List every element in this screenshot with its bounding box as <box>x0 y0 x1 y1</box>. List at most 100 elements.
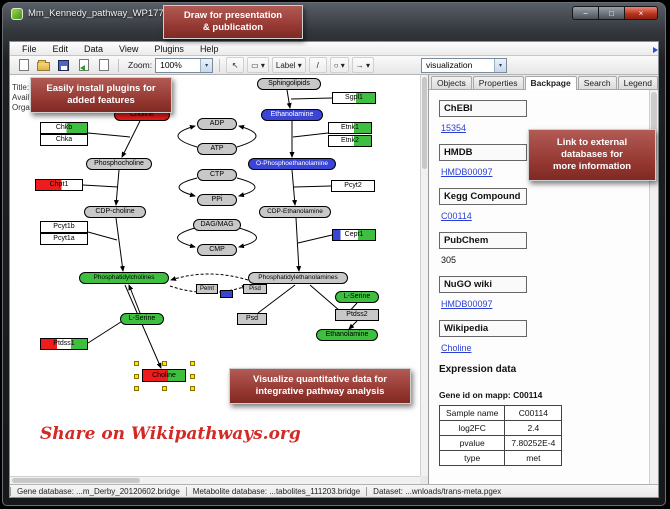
chevron-down-icon[interactable]: ▾ <box>200 58 213 72</box>
pathway-node-etnk2[interactable]: Etnk2 <box>328 135 372 147</box>
new-file-icon <box>18 59 29 71</box>
scrollbar-thumb[interactable] <box>651 92 657 162</box>
pathway-node-psd[interactable]: Psd <box>237 313 267 325</box>
close-button[interactable]: × <box>624 6 658 20</box>
pathway-node-l-serine-left[interactable]: L-Serine <box>120 313 164 325</box>
chevron-down-icon[interactable]: ▾ <box>494 58 506 72</box>
status-gene-database: Gene database: ...m_Derby_20120602.bridg… <box>10 486 186 496</box>
canvas-vertical-scrollbar[interactable] <box>419 75 428 476</box>
titlebar[interactable]: Mm_Kennedy_pathway_WP1771_45176.gpml − □… <box>2 2 666 41</box>
pathway-node-sphingolipids[interactable]: Sphingolipids <box>257 78 321 90</box>
hmdb-link[interactable]: HMDB00097 <box>440 167 493 177</box>
pathway-node-pcyt1a[interactable]: Pcyt1a <box>40 233 88 245</box>
pathway-edge <box>236 177 256 198</box>
table-row: log2FC 2.4 <box>438 420 563 436</box>
visualization-combobox[interactable]: visualization ▾ <box>421 57 507 73</box>
maximize-button[interactable]: □ <box>598 6 624 20</box>
pathway-node-adp[interactable]: ADP <box>197 118 237 130</box>
new-file-button[interactable] <box>15 57 32 73</box>
selection-handle[interactable] <box>190 373 195 379</box>
pathway-node-ptdss2[interactable]: Ptdss2 <box>335 309 379 321</box>
pathway-node-pcyt2[interactable]: Pcyt2 <box>331 180 375 192</box>
pathway-node-ppi[interactable]: PPi <box>197 194 237 206</box>
line-tool-button[interactable]: / <box>308 57 327 73</box>
scrollbar-thumb[interactable] <box>421 77 427 169</box>
toolbar-separator <box>118 58 119 72</box>
save-button[interactable] <box>55 57 72 73</box>
pathway-node-sgpl1[interactable]: Sgpl1 <box>332 92 376 104</box>
connector-tool-button[interactable]: → ▾ <box>351 57 375 73</box>
kegg-link[interactable]: C00114 <box>440 211 472 221</box>
tab-objects[interactable]: Objects <box>430 76 472 89</box>
tab-search[interactable]: Search <box>577 76 617 89</box>
pathway-node-pisd[interactable]: Pisd <box>243 284 267 294</box>
menu-help[interactable]: Help <box>199 43 219 54</box>
tab-properties[interactable]: Properties <box>472 76 524 89</box>
pathway-node-atp[interactable]: ATP <box>197 143 237 155</box>
select-tool-button[interactable]: ↖ <box>226 57 245 73</box>
pathway-node-phosphatidylcholines[interactable]: Phosphatidylcholines <box>79 272 169 284</box>
gene-id-line: Gene id on mapp: C00114 <box>438 390 543 400</box>
nugo-link[interactable]: HMDB00097 <box>440 299 493 309</box>
tab-legend[interactable]: Legend <box>617 76 658 89</box>
pathway-node-o-phosphoethanolamine[interactable]: O-Phosphoethanolamine <box>248 158 336 170</box>
pathway-node-cdp-ethanolamine[interactable]: CDP-Ethanolamine <box>259 206 331 218</box>
canvas-horizontal-scrollbar[interactable] <box>10 476 420 484</box>
menu-edit[interactable]: Edit <box>52 43 69 54</box>
pathway-node-choline-selected[interactable]: Choline <box>142 369 186 382</box>
selection-handle[interactable] <box>190 361 195 366</box>
pathway-node-phosphocholine[interactable]: Phosphocholine <box>86 158 152 170</box>
menu-data[interactable]: Data <box>84 43 104 54</box>
pathway-node-ctp[interactable]: CTP <box>197 169 237 181</box>
pathway-node-l-serine-right[interactable]: L-Serine <box>335 291 379 303</box>
selection-handle[interactable] <box>134 361 139 366</box>
pathway-node-etnk1[interactable]: Etnk1 <box>328 122 372 134</box>
export-button[interactable] <box>95 57 112 73</box>
pathway-node-pemt[interactable]: Pemt <box>196 284 218 294</box>
pathway-node-ethanolamine-bottom[interactable]: Ethanolamine <box>316 329 378 341</box>
pathway-node-ptdss1[interactable]: Ptdss1 <box>40 338 88 350</box>
selection-handle[interactable] <box>162 386 167 391</box>
datanode-tool-button[interactable]: ▭ ▾ <box>247 57 269 73</box>
callout-draw-presentation: Draw for presentation & publication <box>163 5 303 39</box>
selection-handle[interactable] <box>162 361 167 366</box>
shape-tool-button[interactable]: ○ ▾ <box>329 57 349 73</box>
pathway-node-chpt1[interactable]: Chpt1 <box>35 179 83 191</box>
tab-backpage[interactable]: Backpage <box>524 76 577 90</box>
pathway-node-phosphatidylethanolamines[interactable]: Phosphatidylethanolamines <box>248 272 348 284</box>
pathway-node-cdp-choline[interactable]: CDP-choline <box>84 206 146 218</box>
menu-view[interactable]: View <box>119 43 139 54</box>
menu-file[interactable]: File <box>22 43 37 54</box>
meta-availability-line: Avail <box>12 93 30 102</box>
minimize-button[interactable]: − <box>572 6 598 20</box>
pathway-node-chkb[interactable]: Chkb <box>40 122 88 134</box>
open-button[interactable] <box>35 57 52 73</box>
pathway-node-dag-mag[interactable]: DAG/MAG <box>193 219 241 231</box>
wikipedia-link[interactable]: Choline <box>440 343 472 353</box>
selection-handle[interactable] <box>190 386 195 391</box>
label-tool-button[interactable]: Label ▾ <box>271 57 306 73</box>
pathway-node-pcyt1b[interactable]: Pcyt1b <box>40 221 88 233</box>
panel-scrollbar[interactable] <box>649 90 658 484</box>
selection-handle[interactable] <box>134 373 139 379</box>
zoom-combobox[interactable]: 100% ▾ <box>155 57 214 73</box>
export-icon <box>98 59 109 71</box>
callout-install-plugins: Easily install plugins for added feature… <box>30 77 172 113</box>
pathway-node-cept1[interactable]: Cept1 <box>332 229 376 241</box>
table-cell: 2.4 <box>504 420 563 436</box>
import-button[interactable] <box>75 57 92 73</box>
status-dataset: Dataset: ...wnloads/trans-meta.pgex <box>366 486 507 496</box>
menu-plugins[interactable]: Plugins <box>154 43 184 54</box>
pathway-node-chka[interactable]: Chka <box>40 134 88 146</box>
pathway-edge <box>113 169 120 206</box>
scrollbar-thumb[interactable] <box>12 478 140 483</box>
pathway-node-blue-box[interactable] <box>220 290 233 298</box>
selection-handle[interactable] <box>134 386 139 391</box>
chebi-link[interactable]: 15354 <box>440 123 466 133</box>
pathway-node-ethanolamine-top[interactable]: Ethanolamine <box>261 109 323 121</box>
kegg-section-header: Kegg Compound <box>438 188 527 205</box>
table-cell: pvalue <box>438 435 506 451</box>
pathway-node-cmp[interactable]: CMP <box>197 244 237 256</box>
